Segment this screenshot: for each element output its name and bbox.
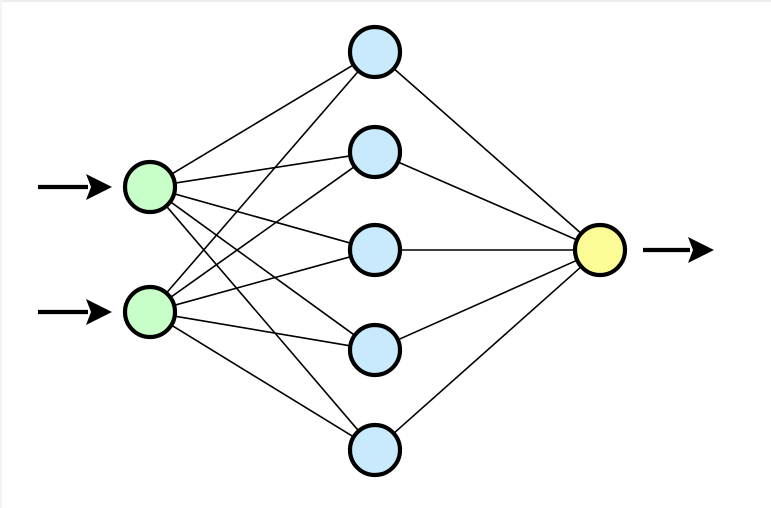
- node-h1[interactable]: [347, 24, 403, 80]
- edge-i2-h4: [173, 315, 352, 347]
- edge-i1-h5: [164, 204, 361, 433]
- node-i1[interactable]: [122, 159, 178, 215]
- nodes-group: [122, 24, 628, 478]
- edge-i2-h5: [169, 323, 356, 439]
- input-layer: [122, 159, 178, 340]
- input-arrow-bottom-head: [86, 299, 112, 325]
- node-h2[interactable]: [347, 124, 403, 180]
- output-layer: [572, 222, 628, 278]
- edge-h4-o1: [396, 258, 579, 342]
- edge-h2-o1: [396, 160, 579, 242]
- edge-h1-o1: [392, 67, 583, 235]
- node-i2[interactable]: [122, 284, 178, 340]
- node-o1[interactable]: [572, 222, 628, 278]
- input-arrow-top-head: [86, 174, 112, 200]
- edge-i2-h3: [172, 255, 353, 307]
- edge-i1-h2: [173, 154, 352, 185]
- node-h5[interactable]: [347, 422, 403, 478]
- edge-h5-o1: [392, 265, 583, 435]
- input-arrow-top: [38, 174, 112, 200]
- edges-group: [164, 63, 583, 439]
- output-arrow-head: [688, 237, 714, 263]
- edge-i1-h4: [168, 200, 357, 337]
- node-h3[interactable]: [347, 222, 403, 278]
- edge-i2-h2: [168, 165, 357, 299]
- hidden-layer: [347, 24, 403, 478]
- node-h4[interactable]: [347, 322, 403, 378]
- edge-i1-h3: [172, 192, 353, 245]
- edge-i2-h1: [164, 69, 361, 295]
- output-arrow: [643, 237, 714, 263]
- io-arrows-group: [38, 174, 714, 325]
- edge-i1-h1: [169, 63, 356, 176]
- input-arrow-bottom: [38, 299, 112, 325]
